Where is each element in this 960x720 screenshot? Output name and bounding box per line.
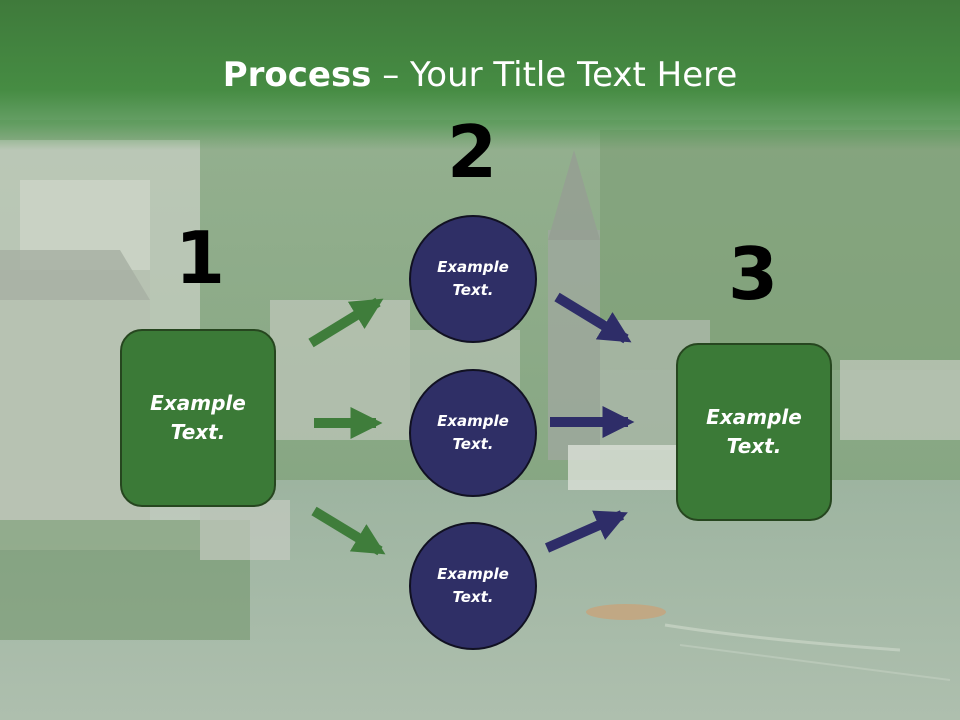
arrow-box1-to-circle-bottom [311,506,386,556]
slide-title: Process – Your Title Text Here [0,52,960,98]
step-number-2: 2 [446,110,498,194]
circle-bottom-line1: Example [437,565,509,583]
circle-middle-line2: Text. [452,435,494,453]
arrow-circle-bottom-to-box3 [544,510,628,553]
step-1-box: Example Text. [120,329,276,507]
step-3-box-line1: Example [706,405,802,429]
step-2-circle-top: Example Text. [409,215,537,343]
step-2-circle-middle: Example Text. [409,369,537,497]
circle-top-line1: Example [437,258,509,276]
step-number-3: 3 [727,232,779,316]
step-1-box-line1: Example [150,391,246,415]
circle-bottom-line2: Text. [452,588,494,606]
title-bold: Process [222,55,372,95]
circle-middle-line1: Example [437,412,509,430]
step-3-box-line2: Text. [726,434,782,458]
arrow-box1-to-circle-top [308,297,384,348]
step-1-box-line2: Text. [170,420,226,444]
step-number-1: 1 [174,216,226,300]
arrow-circle-top-to-box3 [554,292,632,344]
title-rest: – Your Title Text Here [371,55,738,95]
step-3-box: Example Text. [676,343,832,521]
title-band [0,0,960,150]
circle-top-line2: Text. [452,281,494,299]
step-2-circle-bottom: Example Text. [409,522,537,650]
